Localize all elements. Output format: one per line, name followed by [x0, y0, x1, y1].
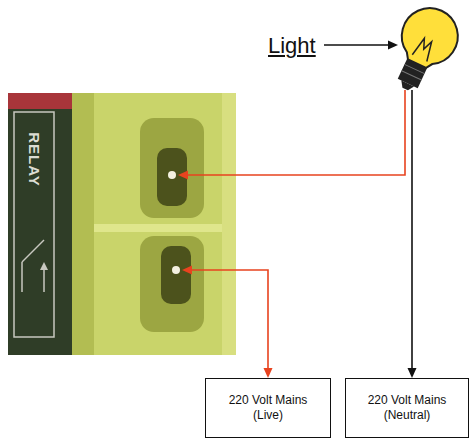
terminal-hole	[157, 148, 187, 206]
relay-terminal-block: RELAY	[8, 93, 236, 355]
relay-symbol	[22, 240, 44, 262]
leader-arrowhead	[388, 41, 398, 50]
mains-box: 220 Volt Mains (Neutral)	[345, 378, 469, 438]
terminal-screw	[168, 171, 176, 179]
silkscreen-label-holder: RELAY	[7, 151, 61, 169]
terminal-block-ridge	[72, 93, 94, 355]
relay-symbol	[43, 270, 45, 292]
terminal-separator	[94, 224, 236, 232]
arrowhead	[182, 266, 192, 275]
terminal-block	[72, 93, 236, 355]
bulb-thread	[405, 64, 425, 73]
light-bulb-symbol	[380, 0, 467, 101]
silkscreen-frame	[14, 112, 54, 337]
part-label: Light	[268, 33, 316, 59]
bulb-filament	[412, 37, 435, 62]
wire-connector	[182, 266, 273, 379]
terminal-hole	[161, 246, 191, 304]
red-component	[8, 93, 80, 109]
terminal-block-edge	[222, 93, 236, 355]
relay-symbol	[21, 262, 23, 292]
terminal-slot	[140, 236, 204, 332]
light-bulb: Light	[248, 8, 467, 98]
arrowhead	[264, 368, 273, 378]
box-label: 220 Volt Mains (Neutral)	[357, 393, 457, 423]
wire-line	[411, 90, 413, 370]
wire-connector	[178, 90, 405, 180]
wire-line	[186, 90, 405, 175]
relay-symbol	[40, 262, 48, 270]
box-label: 220 Volt Mains (Live)	[218, 393, 318, 423]
pcb-photo	[8, 93, 236, 355]
terminal-screw	[172, 266, 180, 274]
arrowhead	[408, 368, 417, 378]
silkscreen-label: RELAY	[26, 132, 43, 186]
bulb-glass	[392, 0, 467, 75]
terminal-slot	[140, 118, 204, 218]
mains-box: 220 Volt Mains (Live)	[205, 378, 331, 438]
bulb-thread	[402, 71, 422, 80]
wire-line	[190, 270, 268, 370]
leader-line	[324, 44, 390, 46]
arrowhead	[178, 171, 188, 180]
wire-connector	[408, 90, 417, 378]
